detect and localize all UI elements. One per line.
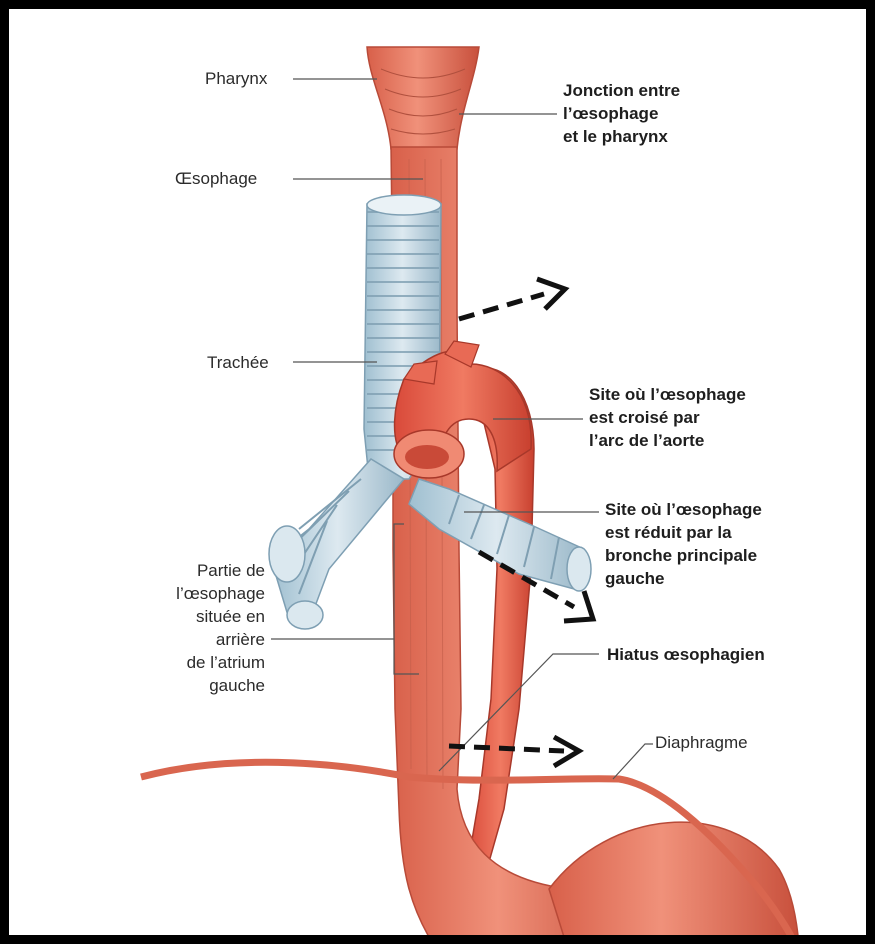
label-bronche-line: gauche	[605, 567, 762, 590]
label-jonction-line: l’œsophage	[563, 102, 680, 125]
label-atrium-line: gauche	[143, 674, 265, 697]
pharynx-shape	[367, 47, 479, 149]
label-atrium-line: de l’atrium	[143, 651, 265, 674]
stomach-shape	[549, 822, 799, 944]
label-arc-aorte: Site où l’œsophage est croisé par l’arc …	[589, 383, 746, 452]
label-atrium-line: située en	[143, 605, 265, 628]
dashed-arrow-icon	[459, 279, 565, 319]
label-diaphragme: Diaphragme	[655, 731, 748, 754]
label-bronche-line: bronche principale	[605, 544, 762, 567]
label-pharynx: Pharynx	[205, 67, 267, 90]
anatomy-illustration	[9, 9, 875, 944]
label-bronche: Site où l’œsophage est réduit par la bro…	[605, 498, 762, 590]
label-jonction-line: et le pharynx	[563, 125, 680, 148]
label-arc-aorte-line: Site où l’œsophage	[589, 383, 746, 406]
label-arc-aorte-line: est croisé par	[589, 406, 746, 429]
label-atrium-line: l’œsophage	[143, 582, 265, 605]
label-jonction-line: Jonction entre	[563, 79, 680, 102]
label-arc-aorte-line: l’arc de l’aorte	[589, 429, 746, 452]
label-atrium-line: arrière	[143, 628, 265, 651]
label-bronche-line: Site où l’œsophage	[605, 498, 762, 521]
label-hiatus: Hiatus œsophagien	[607, 643, 765, 666]
label-trachee: Trachée	[207, 351, 269, 374]
label-jonction: Jonction entre l’œsophage et le pharynx	[563, 79, 680, 148]
label-atrium-line: Partie de	[143, 559, 265, 582]
label-bronche-line: est réduit par la	[605, 521, 762, 544]
label-atrium: Partie de l’œsophage située en arrière d…	[143, 559, 265, 697]
label-oesophage: Œsophage	[175, 167, 257, 190]
